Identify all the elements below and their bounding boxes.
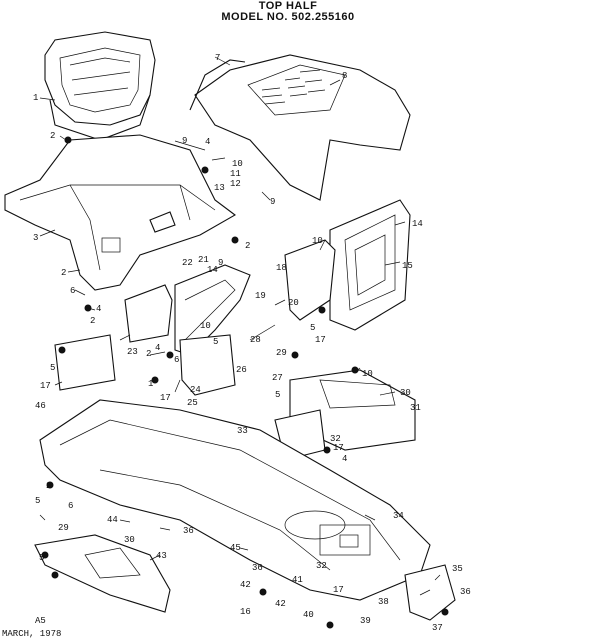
callout-21: 21 [198, 255, 209, 265]
callout-5d: 5 [275, 390, 280, 400]
callout-4b: 4 [205, 137, 210, 147]
seat [44, 31, 156, 141]
model-number: MODEL NO. 502.255160 [221, 11, 355, 23]
callout-14b: 14 [412, 219, 423, 229]
callout-10: 10 [232, 159, 243, 169]
callout-9: 9 [182, 136, 187, 146]
callout-2c: 2 [90, 316, 95, 326]
callout-36: 36 [183, 526, 194, 536]
callout-15: 15 [402, 261, 413, 271]
fasteners [41, 136, 449, 629]
callout-4: 4 [96, 304, 101, 314]
callout-2d: 2 [245, 241, 250, 251]
callout-9b: 9 [270, 197, 275, 207]
callout-25: 25 [187, 398, 198, 408]
callout-8: 8 [342, 71, 347, 81]
callout-30b: 30 [124, 535, 135, 545]
callout-5e: 5 [35, 496, 40, 506]
callout-5: 5 [50, 363, 55, 373]
main-frame [39, 399, 431, 601]
grill-panel [329, 199, 411, 331]
callout-16: 16 [240, 607, 251, 617]
callout-1b: 1 [148, 379, 153, 389]
callout-29b: 29 [58, 523, 69, 533]
callout-4d: 4 [342, 454, 347, 464]
callout-17e: 17 [333, 585, 344, 595]
callout-26: 26 [236, 365, 247, 375]
callout-7: 7 [215, 53, 220, 63]
callout-1: 1 [33, 93, 38, 103]
callout-33: 33 [237, 426, 248, 436]
callout-32b: 32 [316, 561, 327, 571]
callout-5b: 5 [213, 337, 218, 347]
callout-40: 40 [303, 610, 314, 620]
callout-4c: 4 [155, 343, 160, 353]
callout-6b: 6 [174, 355, 179, 365]
callout-24: 24 [190, 385, 201, 395]
callout-17b: 17 [160, 393, 171, 403]
callout-38: 38 [378, 597, 389, 607]
callout-17d: 17 [333, 443, 344, 453]
callout-13: 13 [214, 183, 225, 193]
callout-44: 44 [107, 515, 118, 525]
callout-19: 19 [255, 291, 266, 301]
callout-29: 29 [276, 348, 287, 358]
callout-18: 18 [276, 263, 287, 273]
callout-12: 12 [230, 179, 241, 189]
bracket-23 [124, 284, 173, 343]
callout-42b: 42 [275, 599, 286, 609]
callout-37: 37 [432, 623, 443, 633]
callout-45: 45 [230, 543, 241, 553]
callout-31: 31 [410, 403, 421, 413]
lower-rail [34, 534, 171, 613]
callout-36c: 36 [460, 587, 471, 597]
callout-2e: 2 [146, 349, 151, 359]
callout-27: 27 [272, 373, 283, 383]
diagram-title: TOP HALF [258, 0, 318, 12]
callout-41: 41 [292, 575, 303, 585]
callout-46: 46 [35, 401, 46, 411]
callout-28: 28 [250, 335, 261, 345]
leader-lines [39, 56, 441, 596]
bracket-18 [284, 239, 336, 321]
callout-39: 39 [360, 616, 371, 626]
callout-2f: 2 [46, 481, 51, 491]
callout-6c: 6 [68, 501, 73, 511]
callout-5c: 5 [310, 323, 315, 333]
callout-11: 11 [230, 169, 241, 179]
callout-6: 6 [70, 286, 75, 296]
callout-32: 32 [330, 434, 341, 444]
callout-14: 14 [207, 265, 218, 275]
callout-10c: 10 [312, 236, 323, 246]
callout-10d: 10 [362, 369, 373, 379]
rear-fender [4, 134, 236, 291]
callout-34: 34 [393, 511, 404, 521]
callout-36b: 36 [252, 563, 263, 573]
callout-42: 42 [240, 580, 251, 590]
callout-2: 2 [50, 131, 55, 141]
callout-17: 17 [40, 381, 51, 391]
callout-22: 22 [182, 258, 193, 268]
callout-30: 30 [400, 388, 411, 398]
callout-20: 20 [288, 298, 299, 308]
callout-23: 23 [127, 347, 138, 357]
callout-labels: 1 2 3 2 6 4 2 46 5 17 9 4 10 11 12 13 9 … [33, 53, 471, 633]
callout-43: 43 [156, 551, 167, 561]
callout-35: 35 [452, 564, 463, 574]
callout-2b: 2 [61, 268, 66, 278]
footer-date: MARCH, 1978 [2, 629, 62, 639]
footer-code: A5 [35, 616, 46, 626]
callout-5f: 5 [39, 553, 44, 563]
dash-panel [174, 264, 251, 396]
callout-10b: 10 [200, 321, 211, 331]
callout-17c: 17 [315, 335, 326, 345]
callout-3: 3 [33, 233, 38, 243]
side-plate-46 [54, 334, 116, 391]
hood [189, 54, 411, 201]
callout-9c: 9 [218, 258, 223, 268]
